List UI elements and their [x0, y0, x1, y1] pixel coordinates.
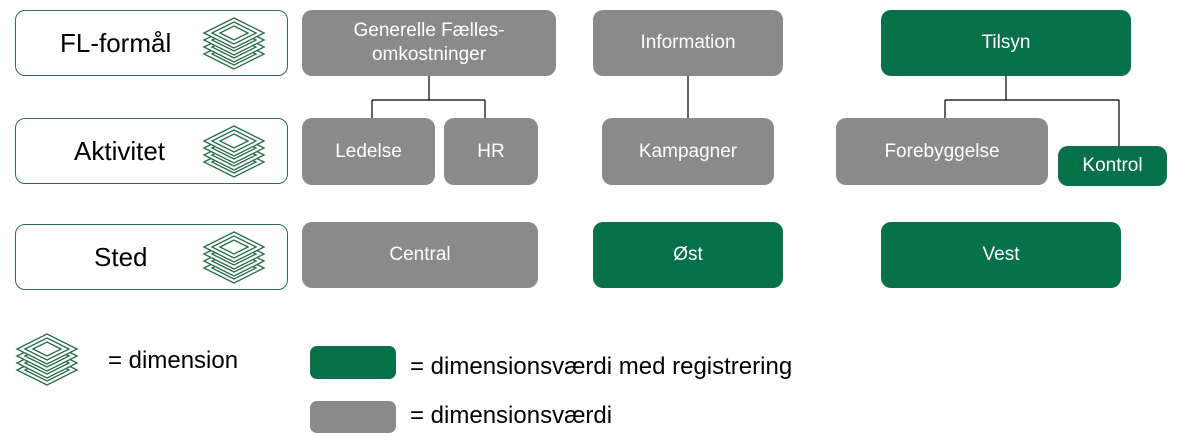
value-information: Information	[593, 10, 783, 76]
value-ledelse: Ledelse	[302, 118, 435, 185]
legend-registered-label: = dimensionsværdi med registrering	[410, 353, 793, 380]
value-oest: Øst	[593, 222, 783, 288]
value-vest: Vest	[881, 222, 1121, 288]
value-forebyggelse: Forebyggelse	[836, 118, 1048, 185]
dimension-sted: Sted	[15, 224, 288, 290]
value-central: Central	[302, 222, 538, 288]
dimension-aktivitet: Aktivitet	[15, 118, 288, 184]
dimension-fl-formaal: FL-formål	[15, 10, 288, 76]
legend-layers-icon	[15, 333, 79, 386]
value-kampagner: Kampagner	[602, 118, 774, 185]
dimension-label: Aktivitet	[74, 135, 166, 166]
value-generelle-faellesomkostninger: Generelle Fælles- omkostninger	[302, 10, 556, 76]
value-hr: HR	[444, 118, 538, 185]
legend-dimension-label: = dimension	[108, 347, 239, 374]
legend-value-label: = dimensionsværdi	[410, 402, 613, 429]
layers-icon	[202, 17, 266, 70]
dimension-label: FL-formål	[60, 27, 172, 58]
value-kontrol: Kontrol	[1058, 146, 1167, 186]
legend-value-swatch	[310, 401, 396, 433]
layers-icon	[202, 231, 266, 284]
layers-icon	[202, 125, 266, 178]
dimension-label: Sted	[94, 241, 148, 272]
legend-registered-swatch	[310, 346, 396, 379]
value-tilsyn: Tilsyn	[881, 10, 1131, 76]
